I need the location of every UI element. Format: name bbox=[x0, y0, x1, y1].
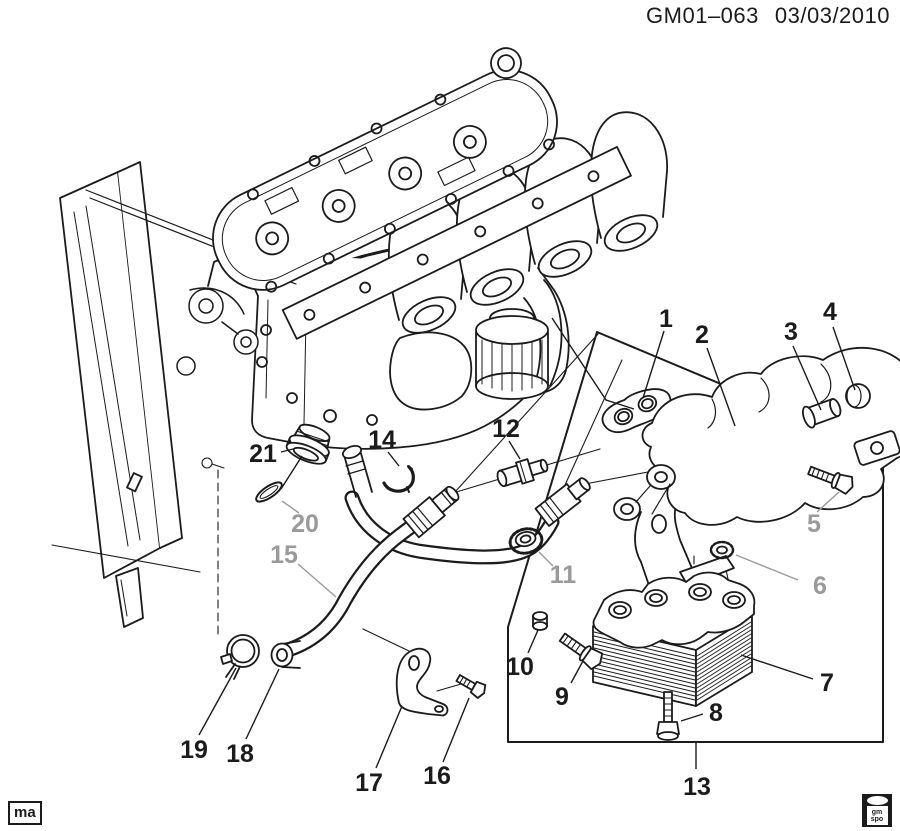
part-10-plug bbox=[532, 611, 548, 631]
callout-11: 11 bbox=[550, 561, 577, 589]
oil-filter-art bbox=[475, 308, 549, 400]
callout-13: 13 bbox=[683, 773, 711, 801]
engine-assembly-art bbox=[51, 47, 733, 693]
callout-3: 3 bbox=[784, 318, 798, 346]
part-9-bolt bbox=[558, 632, 604, 671]
part-8-cooler-bolt bbox=[656, 691, 680, 741]
callout-9: 9 bbox=[555, 683, 569, 711]
part-14-retainer-clip bbox=[382, 465, 415, 493]
callout-labels: 1 2 3 4 5 6 7 8 9 10 11 12 13 14 15 16 1… bbox=[180, 298, 837, 801]
part-3-plug bbox=[801, 398, 842, 429]
callout-14: 14 bbox=[368, 426, 396, 454]
callout-12: 12 bbox=[492, 415, 520, 443]
callout-19: 19 bbox=[180, 736, 208, 764]
page-tag-box: ma bbox=[8, 801, 42, 825]
valve-cover-art bbox=[212, 47, 632, 340]
part-17-hose-bracket bbox=[395, 647, 449, 717]
callout-21: 21 bbox=[249, 440, 277, 468]
callout-15: 15 bbox=[270, 541, 298, 569]
construction-lines bbox=[51, 333, 733, 693]
part-19-hose-clamp bbox=[220, 634, 260, 680]
callout-1: 1 bbox=[659, 305, 673, 333]
callout-17: 17 bbox=[355, 769, 383, 797]
part-20-o-ring-seal bbox=[255, 481, 283, 503]
leader-lines bbox=[198, 317, 856, 769]
document-date: 03/03/2010 bbox=[774, 3, 890, 28]
exploded-parts bbox=[220, 331, 900, 743]
callout-2: 2 bbox=[695, 321, 709, 349]
part-1-gasket bbox=[601, 388, 672, 434]
callout-10: 10 bbox=[506, 653, 534, 681]
radiator-art bbox=[59, 161, 553, 628]
front-accessory-art bbox=[176, 287, 259, 376]
part-21-threaded-cap bbox=[285, 423, 331, 465]
callout-4: 4 bbox=[823, 298, 837, 326]
callout-7: 7 bbox=[820, 669, 834, 697]
callout-8: 8 bbox=[709, 699, 723, 727]
logo-text-bottom: spo bbox=[870, 815, 884, 823]
part-5-bolt bbox=[807, 465, 854, 495]
callout-18: 18 bbox=[226, 740, 254, 768]
part-7-oil-cooler bbox=[592, 571, 756, 707]
page-tag: ma bbox=[14, 804, 36, 821]
document-header: GM01–063 03/03/2010 bbox=[646, 3, 890, 29]
part-16-bracket-bolt bbox=[455, 674, 487, 699]
part-18-hose-end bbox=[270, 640, 301, 669]
part-11-tube-nut bbox=[508, 527, 544, 555]
callout-16: 16 bbox=[423, 762, 451, 790]
logo-text-top: gm bbox=[871, 808, 883, 816]
callout-20: 20 bbox=[291, 510, 319, 538]
part-15-oil-cooler-hoses bbox=[280, 444, 591, 658]
callout-6: 6 bbox=[813, 572, 827, 600]
part-12-hose-fitting bbox=[496, 458, 549, 488]
document-code: GM01–063 bbox=[646, 3, 759, 28]
callout-5: 5 bbox=[807, 510, 821, 538]
part-6-cap-nut bbox=[709, 540, 735, 560]
part-4-cap bbox=[845, 383, 871, 409]
gm-spo-logo: gm spo bbox=[862, 794, 892, 827]
logo-oval-icon bbox=[866, 796, 888, 805]
